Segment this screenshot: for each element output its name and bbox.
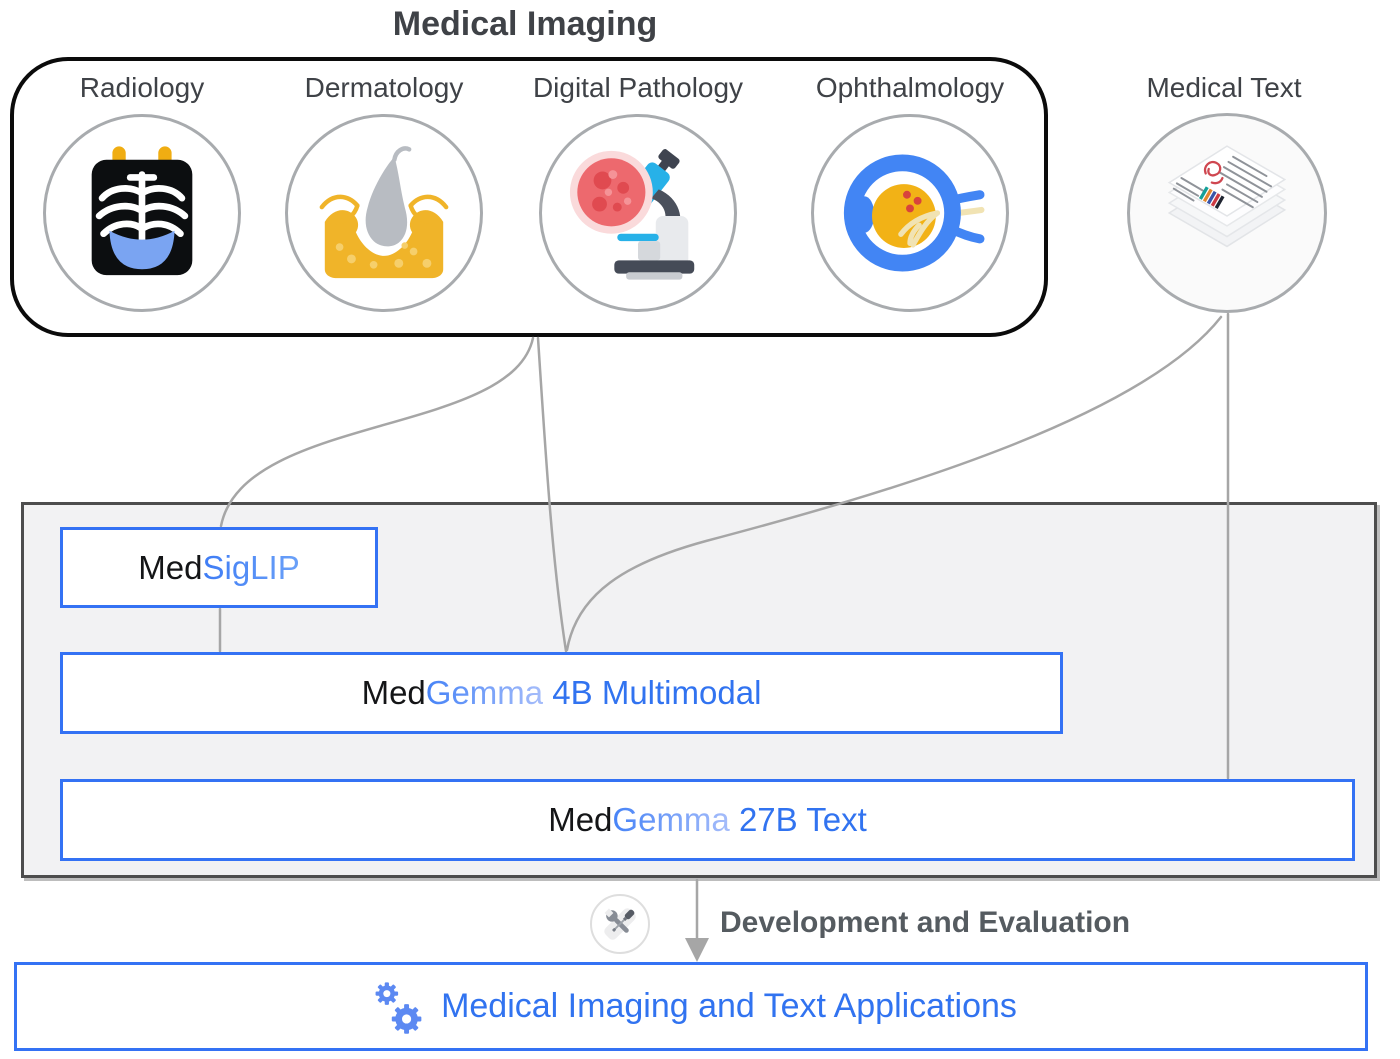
gears-icon — [375, 981, 422, 1034]
applications-label: Medical Imaging and Text Applications — [441, 987, 1017, 1025]
medgemma-4b-suffix: 4B Multimodal — [543, 674, 762, 711]
ophthalmology-circle — [811, 114, 1009, 312]
label-radiology: Radiology — [79, 72, 205, 103]
medgemma-4b-brand: Gemma — [425, 674, 544, 711]
medsiglip-name: SigLIP — [202, 548, 300, 586]
medgemma-27b-prefix: Med — [548, 801, 613, 838]
digital-pathology-icon — [569, 149, 695, 280]
medical-imaging-title: Medical Imaging — [392, 5, 658, 43]
label-dermatology: Dermatology — [304, 72, 464, 103]
label-digital-pathology: Digital Pathology — [532, 72, 744, 103]
label-ophthalmology: Ophthalmology — [815, 72, 1005, 103]
digital-pathology-circle — [539, 114, 737, 312]
applications-box: Medical Imaging and Text Applications — [14, 962, 1368, 1051]
radiology-icon — [91, 146, 193, 276]
document-stack-icon — [1167, 145, 1287, 248]
dermatology-icon — [319, 146, 449, 279]
medical-text-circle — [1127, 113, 1327, 313]
medgemma-27b-brand: Gemma — [612, 801, 730, 838]
dev-arrow-head — [685, 938, 709, 962]
label-medical-text: Medical Text — [1146, 72, 1302, 103]
ophthalmology-icon — [843, 154, 985, 272]
dermatology-circle — [285, 114, 483, 312]
tools-icon — [604, 908, 636, 940]
connector-imaging-to-medsiglip — [219, 336, 535, 528]
medgemma-27b-suffix: 27B Text — [729, 801, 867, 838]
medsiglip-prefix: Med — [138, 548, 203, 586]
development-evaluation-label: Development and Evaluation — [720, 906, 1131, 939]
tools-badge — [590, 894, 650, 954]
medgemma-4b-prefix: Med — [361, 674, 426, 711]
radiology-circle — [43, 114, 241, 312]
